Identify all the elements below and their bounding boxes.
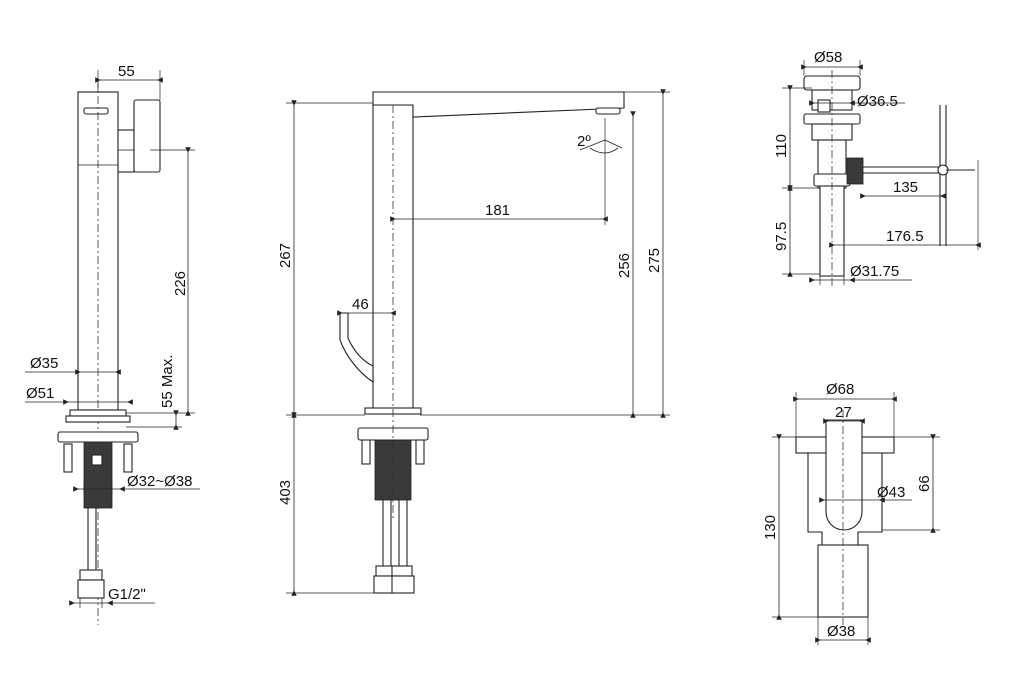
drain-dia58-label: Ø58 <box>814 49 842 66</box>
trap-dia43-label: Ø43 <box>877 484 905 501</box>
drain-h110-label: 110 <box>773 134 790 158</box>
front-h275-label: 275 <box>646 248 663 273</box>
trap-dia38-label: Ø38 <box>827 623 855 640</box>
front-spout <box>372 91 625 118</box>
front-angle-label: 2º <box>577 133 591 150</box>
front-w46-label: 46 <box>352 296 369 313</box>
side-thread-label: G1/2ʺ <box>108 586 146 603</box>
front-view: 267 403 46 181 2º 256 275 <box>277 89 670 596</box>
side-dia51-label: Ø51 <box>26 385 54 402</box>
front-lever <box>339 312 374 384</box>
trap-view: Ø68 27 66 Ø43 130 Ø38 <box>762 381 940 645</box>
trap-h66-label: 66 <box>916 475 933 492</box>
side-handle <box>117 129 135 173</box>
trap-inner-tube <box>825 419 863 531</box>
drain-w135-label: 135 <box>893 179 918 196</box>
drain-h97-label: 97.5 <box>773 222 790 251</box>
drain-dia36-label: Ø36.5 <box>857 93 898 110</box>
trap-dia68-label: Ø68 <box>826 381 854 398</box>
side-height-label: 226 <box>172 271 189 296</box>
side-shank-dia-label: Ø32~Ø38 <box>127 473 192 490</box>
front-reach-label: 181 <box>485 202 510 219</box>
trap-w27-label: 27 <box>835 404 852 421</box>
drain-dia31-label: Ø31.75 <box>850 263 899 280</box>
front-h256-label: 256 <box>616 253 633 278</box>
drain-view: Ø58 Ø36.5 110 97.5 135 176.5 Ø31.75 <box>773 49 981 286</box>
side-dia35-label: Ø35 <box>30 355 58 372</box>
front-h403-label: 403 <box>277 480 294 505</box>
drain-w176-label: 176.5 <box>886 228 924 245</box>
side-thread-shank <box>83 441 113 509</box>
side-view: 55 226 Ø35 Ø51 55 Max. Ø32~Ø38 G1/2ʺ <box>25 63 200 625</box>
drain-nut <box>846 157 864 185</box>
trap-h130-label: 130 <box>762 515 779 540</box>
side-max-label: 55 Max. <box>159 355 176 408</box>
front-h267-label: 267 <box>277 243 294 268</box>
side-width-label: 55 <box>118 63 135 80</box>
